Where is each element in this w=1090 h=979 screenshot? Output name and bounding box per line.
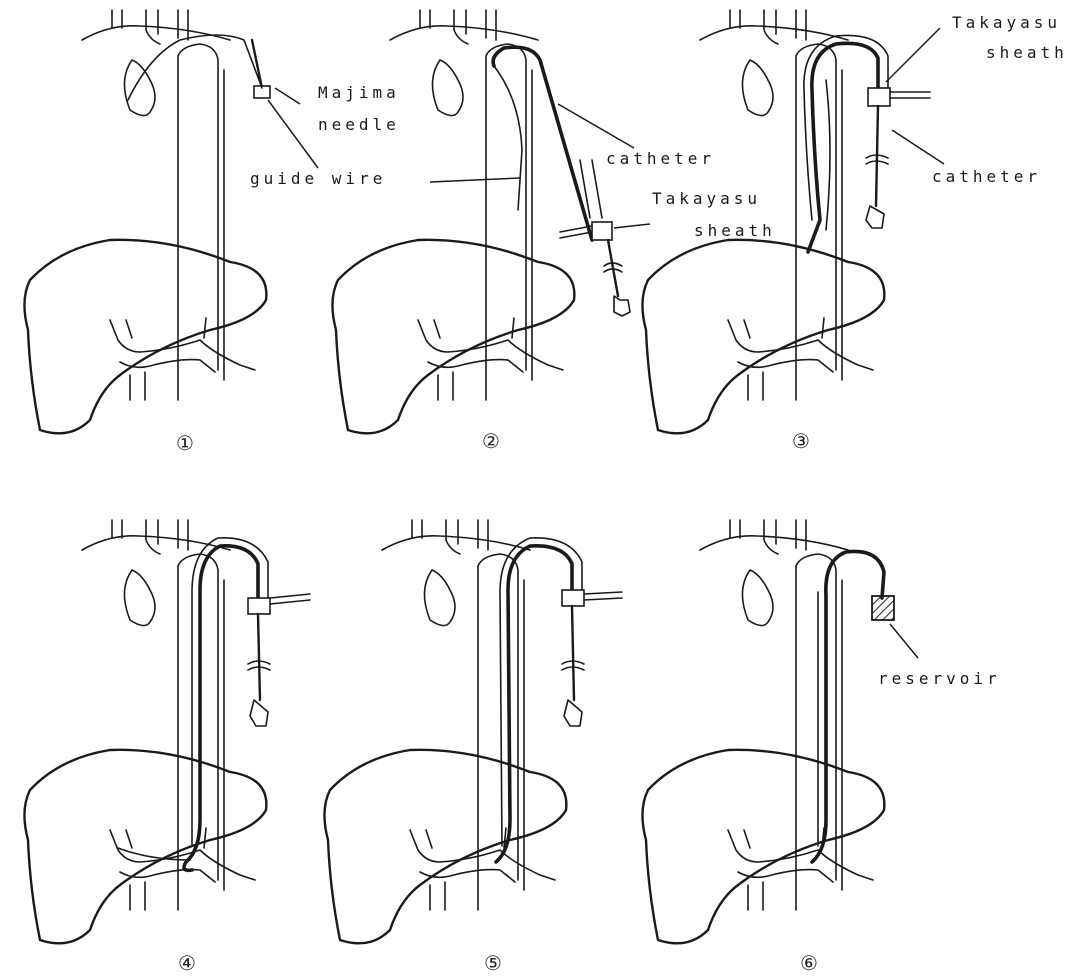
label-takayasu: Takayasu xyxy=(652,189,761,208)
panel-number: ③ xyxy=(792,429,810,453)
label-guide-wire: guide wire xyxy=(250,169,386,188)
guide-wire-pointer xyxy=(430,178,520,182)
reservoir-pointer xyxy=(890,624,918,658)
takayasu-sheath xyxy=(248,598,270,614)
reservoir xyxy=(872,596,894,620)
label-needle: needle xyxy=(318,115,400,134)
guide-wire xyxy=(494,66,522,210)
label-takayasu: Takayasu xyxy=(952,13,1061,32)
panel-6: reservoir ⑥ xyxy=(642,520,1000,975)
panel-number: ① xyxy=(176,431,194,455)
label-sheath: sheath xyxy=(694,221,776,240)
catheter xyxy=(184,546,258,871)
guide-wire-pointer xyxy=(268,100,318,168)
label-sheath: sheath xyxy=(986,43,1068,62)
catheter xyxy=(496,546,572,862)
label-reservoir: reservoir xyxy=(878,669,1001,688)
sheath-pointer xyxy=(614,224,650,228)
panel-1: Majima needle guide wire ① xyxy=(24,10,399,455)
panel-number: ④ xyxy=(178,951,196,975)
takayasu-sheath xyxy=(562,590,584,606)
panel-2: catheter Takayasu sheath ② xyxy=(332,10,775,453)
catheter xyxy=(493,47,592,240)
catheter-pointer xyxy=(892,130,944,164)
panel-5: ⑤ xyxy=(324,520,622,975)
takayasu-sheath xyxy=(592,222,612,240)
label-majima: Majima xyxy=(318,83,400,102)
sheath-pointer xyxy=(886,28,940,82)
panel-number: ⑤ xyxy=(484,951,502,975)
takayasu-sheath xyxy=(868,88,890,106)
panel-4: ④ xyxy=(24,520,310,975)
label-catheter: catheter xyxy=(606,149,715,168)
panel-number: ⑥ xyxy=(800,951,818,975)
majima-needle-pointer xyxy=(275,88,300,104)
panel-number: ② xyxy=(482,429,500,453)
label-catheter: catheter xyxy=(932,167,1041,186)
catheter-pointer xyxy=(558,104,634,148)
